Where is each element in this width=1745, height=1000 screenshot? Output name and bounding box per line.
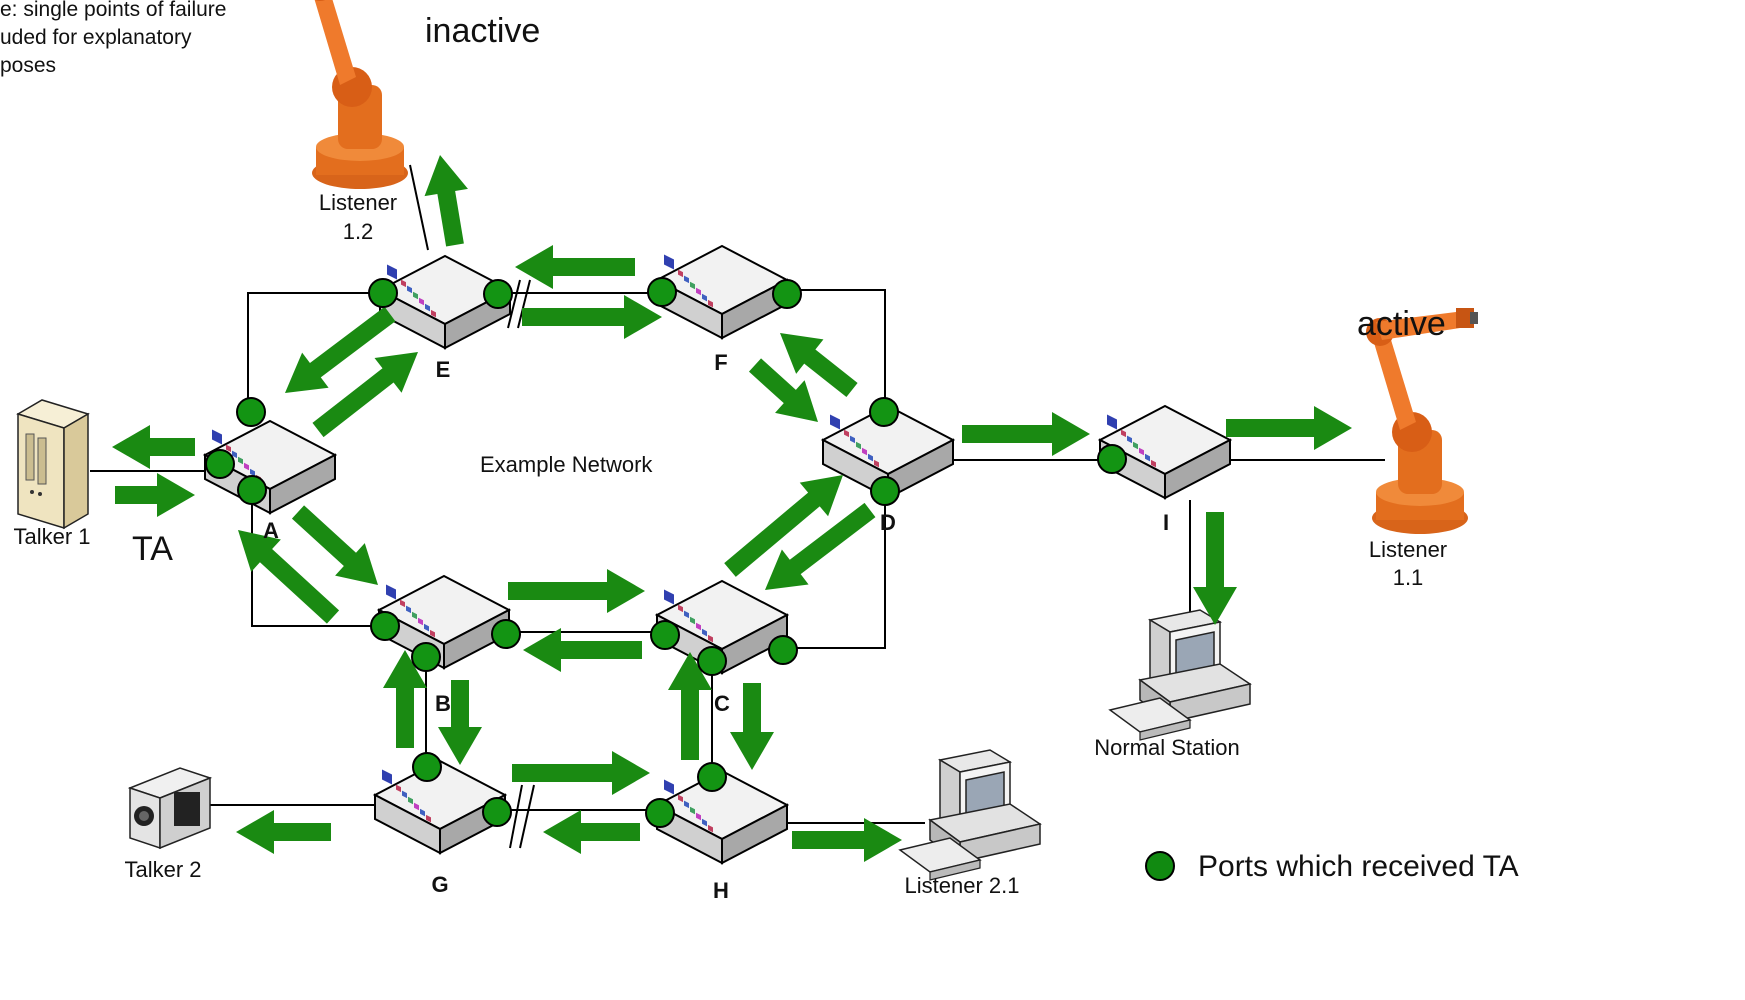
arrow-e-to-a: [285, 306, 396, 393]
arrow-g-to-h: [512, 751, 650, 795]
bridge-i-label: I: [1163, 510, 1169, 535]
arrow-h-to-c: [668, 652, 712, 760]
arrow-d-to-f: [780, 332, 858, 398]
arrow-h-to-g: [543, 810, 640, 854]
normal-station-pc-icon: [1109, 609, 1251, 741]
arrow-b-to-c: [508, 569, 645, 613]
talker2-label: Talker 2: [124, 857, 201, 882]
arrow-b-to-g: [438, 680, 482, 765]
active-status-label: active: [1357, 305, 1446, 343]
inactive-status-label: inactive: [425, 12, 540, 50]
arrow-d-to-i: [962, 412, 1090, 456]
ta-label: TA: [132, 530, 173, 568]
center-label: Example Network: [480, 452, 653, 477]
arrow-e-to-listener12: [424, 154, 468, 247]
port-e-left: [368, 278, 398, 308]
talker2-camcorder-icon: [129, 767, 211, 849]
listener21-label: Listener 2.1: [905, 873, 1020, 898]
bridge-d-label: D: [880, 510, 896, 535]
arrow-e-to-f: [522, 295, 662, 339]
arrow-g-to-talker2: [236, 810, 331, 854]
listener11-label-line1: Listener: [1369, 537, 1447, 562]
arrow-d-to-c: [765, 502, 876, 591]
arrow-to-talker1: [112, 425, 195, 469]
port-i-left: [1097, 444, 1127, 474]
port-h-top: [697, 762, 727, 792]
note-text: e: single points of failure uded for exp…: [0, 0, 226, 77]
bridge-c-label: C: [714, 691, 730, 716]
bridge-e-label: E: [436, 357, 451, 382]
port-d-bottom: [870, 476, 900, 506]
arrow-f-to-e: [515, 245, 635, 289]
normal-station-label: Normal Station: [1094, 735, 1240, 760]
note-line-2: uded for explanatory: [0, 26, 192, 49]
port-c-left: [650, 620, 680, 650]
port-h-left: [645, 798, 675, 828]
arrow-c-to-h: [730, 683, 774, 770]
bridge-h-label: H: [713, 878, 729, 903]
arrow-i-to-listener11: [1226, 406, 1352, 450]
port-c-bottom: [697, 646, 727, 676]
arrow-c-to-b: [523, 628, 642, 672]
ta-propagation-arrows: [112, 154, 1352, 862]
legend: Ports which received TA: [1145, 850, 1519, 883]
port-b-right: [491, 619, 521, 649]
legend-port-dot-icon: [1145, 851, 1175, 881]
listener12-label-line1: Listener: [319, 190, 397, 215]
note-line-3: poses: [0, 54, 56, 77]
port-a-top: [236, 397, 266, 427]
legend-text: Ports which received TA: [1198, 850, 1519, 883]
port-b-bottom: [411, 642, 441, 672]
port-e-right: [483, 279, 513, 309]
talker1-server-icon: [17, 399, 89, 529]
network-links: [90, 164, 1385, 849]
listener12-robot-icon: [306, 0, 418, 189]
port-b-left: [370, 611, 400, 641]
arrow-i-to-normal-station: [1193, 512, 1237, 625]
port-d-top: [869, 397, 899, 427]
port-f-right: [772, 279, 802, 309]
port-a-left: [205, 449, 235, 479]
talker1-label: Talker 1: [13, 524, 90, 549]
ta-ports: [205, 277, 1127, 828]
listener21-pc-icon: [899, 749, 1041, 881]
bridge-f-label: F: [714, 350, 727, 375]
arrow-a-to-e: [312, 352, 418, 438]
port-c-right: [768, 635, 798, 665]
bridge-b-label: B: [435, 691, 451, 716]
arrow-h-to-listener21: [792, 818, 902, 862]
arrow-ta-from-talker1: [115, 473, 195, 517]
bridge-g-label: G: [431, 872, 448, 897]
port-g-top: [412, 752, 442, 782]
port-g-right: [482, 797, 512, 827]
port-f-left: [647, 277, 677, 307]
arrow-c-to-d: [724, 474, 844, 577]
listener12-label-line2: 1.2: [343, 219, 374, 244]
arrow-g-to-b: [383, 650, 427, 748]
bridge-a-label: A: [263, 518, 279, 543]
listener11-label-line2: 1.1: [1393, 565, 1424, 590]
note-line-1: e: single points of failure: [0, 0, 226, 21]
port-a-bottom: [237, 475, 267, 505]
arrow-b-to-a: [237, 529, 340, 624]
arrow-f-to-d: [748, 358, 819, 423]
arrow-a-to-b: [291, 505, 378, 585]
